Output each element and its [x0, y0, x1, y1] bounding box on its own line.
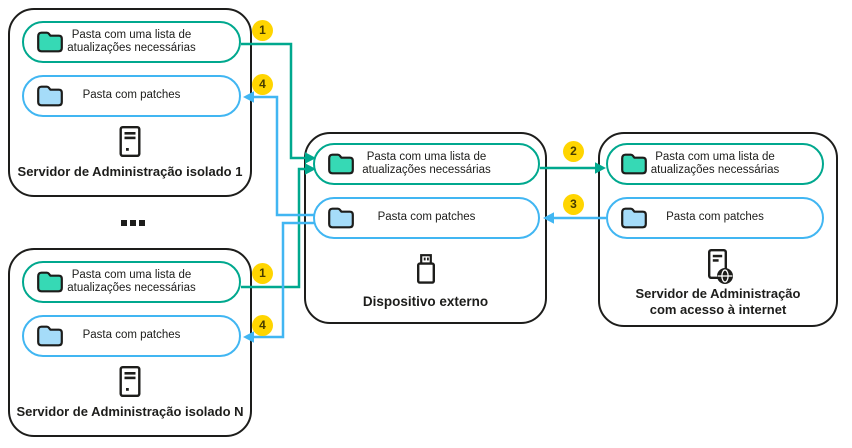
- node-title-isolated-1: Servidor de Administração isolado 1: [17, 164, 243, 179]
- ellipsis-separator: [121, 220, 145, 226]
- patches-folder-pill: Pasta com patches: [22, 315, 241, 357]
- step-badge-4: 4: [252, 315, 273, 336]
- folder-updates-icon: [328, 153, 354, 175]
- patches-folder-label: Pasta com patches: [666, 211, 764, 224]
- step-badge-3: 3: [563, 194, 584, 215]
- folder-patches-icon: [328, 207, 354, 229]
- node-external-device: Pasta com uma lista de atualizações nece…: [304, 132, 547, 324]
- usb-drive-icon: [416, 254, 435, 284]
- folder-updates-icon: [37, 31, 63, 53]
- folder-updates-icon: [37, 271, 63, 293]
- updates-list-folder-pill: Pasta com uma lista de atualizações nece…: [22, 261, 241, 303]
- step-badge-2: 2: [563, 141, 584, 162]
- server-globe-icon: [707, 249, 733, 284]
- step-badge-1: 1: [252, 20, 273, 41]
- node-internet-server: Pasta com uma lista de atualizações nece…: [598, 132, 838, 327]
- patches-folder-label: Pasta com patches: [377, 211, 476, 224]
- server-tower-icon: [119, 366, 141, 397]
- patches-folder-pill: Pasta com patches: [606, 197, 824, 239]
- folder-patches-icon: [37, 325, 63, 347]
- updates-list-folder-pill: Pasta com uma lista de atualizações nece…: [606, 143, 824, 185]
- updates-list-folder-pill: Pasta com uma lista de atualizações nece…: [22, 21, 241, 63]
- folder-patches-icon: [37, 85, 63, 107]
- node-isolated-server-n: Pasta com uma lista de atualizações nece…: [8, 248, 252, 437]
- updates-list-folder-label: Pasta com uma lista de atualizações nece…: [67, 268, 196, 295]
- patches-folder-label: Pasta com patches: [82, 329, 181, 342]
- step-badge-4: 4: [252, 74, 273, 95]
- node-title-isolated-n: Servidor de Administração isolado N: [16, 404, 244, 419]
- node-title-internet-server: Servidor de Administração com acesso à i…: [635, 286, 801, 317]
- patches-folder-label: Pasta com patches: [82, 89, 181, 102]
- updates-list-folder-label: Pasta com uma lista de atualizações nece…: [362, 150, 491, 177]
- patches-folder-pill: Pasta com patches: [313, 197, 540, 239]
- updates-list-folder-label: Pasta com uma lista de atualizações nece…: [650, 150, 780, 177]
- server-tower-icon: [119, 126, 141, 157]
- patches-folder-pill: Pasta com patches: [22, 75, 241, 117]
- node-isolated-server-1: Pasta com uma lista de atualizações nece…: [8, 8, 252, 197]
- step-badge-1: 1: [252, 263, 273, 284]
- folder-patches-icon: [621, 207, 647, 229]
- updates-list-folder-label: Pasta com uma lista de atualizações nece…: [67, 28, 196, 55]
- updates-list-folder-pill: Pasta com uma lista de atualizações nece…: [313, 143, 540, 185]
- node-title-external-device: Dispositivo externo: [362, 294, 489, 309]
- folder-updates-icon: [621, 153, 647, 175]
